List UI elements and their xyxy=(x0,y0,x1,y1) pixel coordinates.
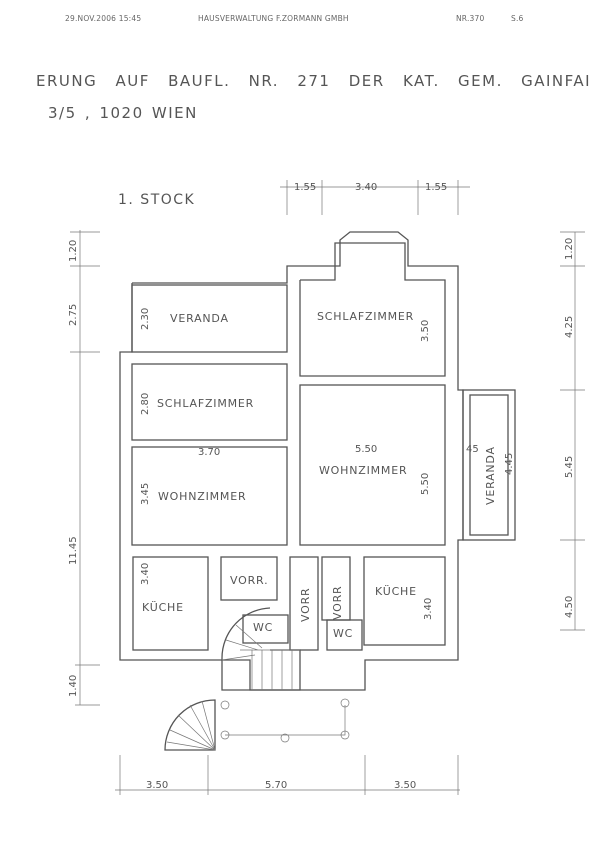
room-veranda-right: VERANDA xyxy=(484,446,497,505)
room-wohnzimmer-right: WOHNZIMMER xyxy=(319,464,407,477)
dim-left-width: 3.70 xyxy=(198,447,220,458)
room-wc-right: WC xyxy=(333,627,353,640)
dim-top-3: 1.55 xyxy=(425,182,447,193)
dim-top-1: 1.55 xyxy=(294,182,316,193)
fax-sender: HAUSVERWALTUNG F.ZORMANN GMBH xyxy=(198,14,349,23)
dim-left-2: 2.75 xyxy=(68,304,79,326)
room-vorraum-left: VORR. xyxy=(230,574,268,587)
staircase xyxy=(164,607,350,751)
dim-left-1: 1.20 xyxy=(68,240,79,262)
dim-left-4: 1.40 xyxy=(68,675,79,697)
dim-veranda-left: 2.30 xyxy=(140,308,151,330)
dim-bottom-2: 5.70 xyxy=(265,780,287,791)
dim-right-1: 1.20 xyxy=(564,238,575,260)
room-vorraum-mid2: VORR xyxy=(331,586,344,620)
dim-kueche-right: 3.40 xyxy=(423,598,434,620)
room-kueche-left: KÜCHE xyxy=(142,601,184,614)
room-kueche-right: KÜCHE xyxy=(375,585,417,598)
dim-veranda-right: 4.45 xyxy=(504,453,515,475)
dim-schlafzimmer-right: 3.50 xyxy=(420,320,431,342)
fax-datetime: 29.NOV.2006 15:45 xyxy=(65,14,142,23)
outer-walls xyxy=(119,231,516,691)
dim-right-3: 5.45 xyxy=(564,456,575,478)
fax-number: NR.370 xyxy=(456,14,485,23)
room-schlafzimmer-left: SCHLAFZIMMER xyxy=(157,397,254,410)
room-veranda-left: VERANDA xyxy=(170,312,229,325)
floor-label: 1. STOCK xyxy=(118,192,195,208)
dim-bottom-3: 3.50 xyxy=(394,780,416,791)
room-schlafzimmer-right: SCHLAFZIMMER xyxy=(317,310,414,323)
dim-schlafzimmer-left: 2.80 xyxy=(140,393,151,415)
dim-top-2: 3.40 xyxy=(355,182,377,193)
dim-veranda-small: 45 xyxy=(466,444,479,455)
room-wohnzimmer-left: WOHNZIMMER xyxy=(158,490,246,503)
dim-wohnzimmer-right-width: 5.50 xyxy=(355,444,377,455)
dim-kueche-left: 3.40 xyxy=(140,563,151,585)
document-address: 3/5 , 1020 WIEN xyxy=(48,104,198,122)
dim-wohnzimmer-right-depth: 5.50 xyxy=(420,473,431,495)
document-title: ERUNG AUF BAUFL. NR. 271 DER KAT. GEM. G… xyxy=(36,72,592,90)
dim-right-4: 4.50 xyxy=(564,596,575,618)
room-walls xyxy=(131,284,446,651)
room-vorraum-mid1: VORR xyxy=(299,588,312,622)
dim-wohnzimmer-left: 3.45 xyxy=(140,483,151,505)
fax-page: S.6 xyxy=(511,14,524,23)
dim-bottom-1: 3.50 xyxy=(146,780,168,791)
dim-right-2: 4.25 xyxy=(564,316,575,338)
room-wc-left: WC xyxy=(253,621,273,634)
dim-left-3: 11.45 xyxy=(68,536,79,565)
dimension-lines xyxy=(70,180,585,795)
